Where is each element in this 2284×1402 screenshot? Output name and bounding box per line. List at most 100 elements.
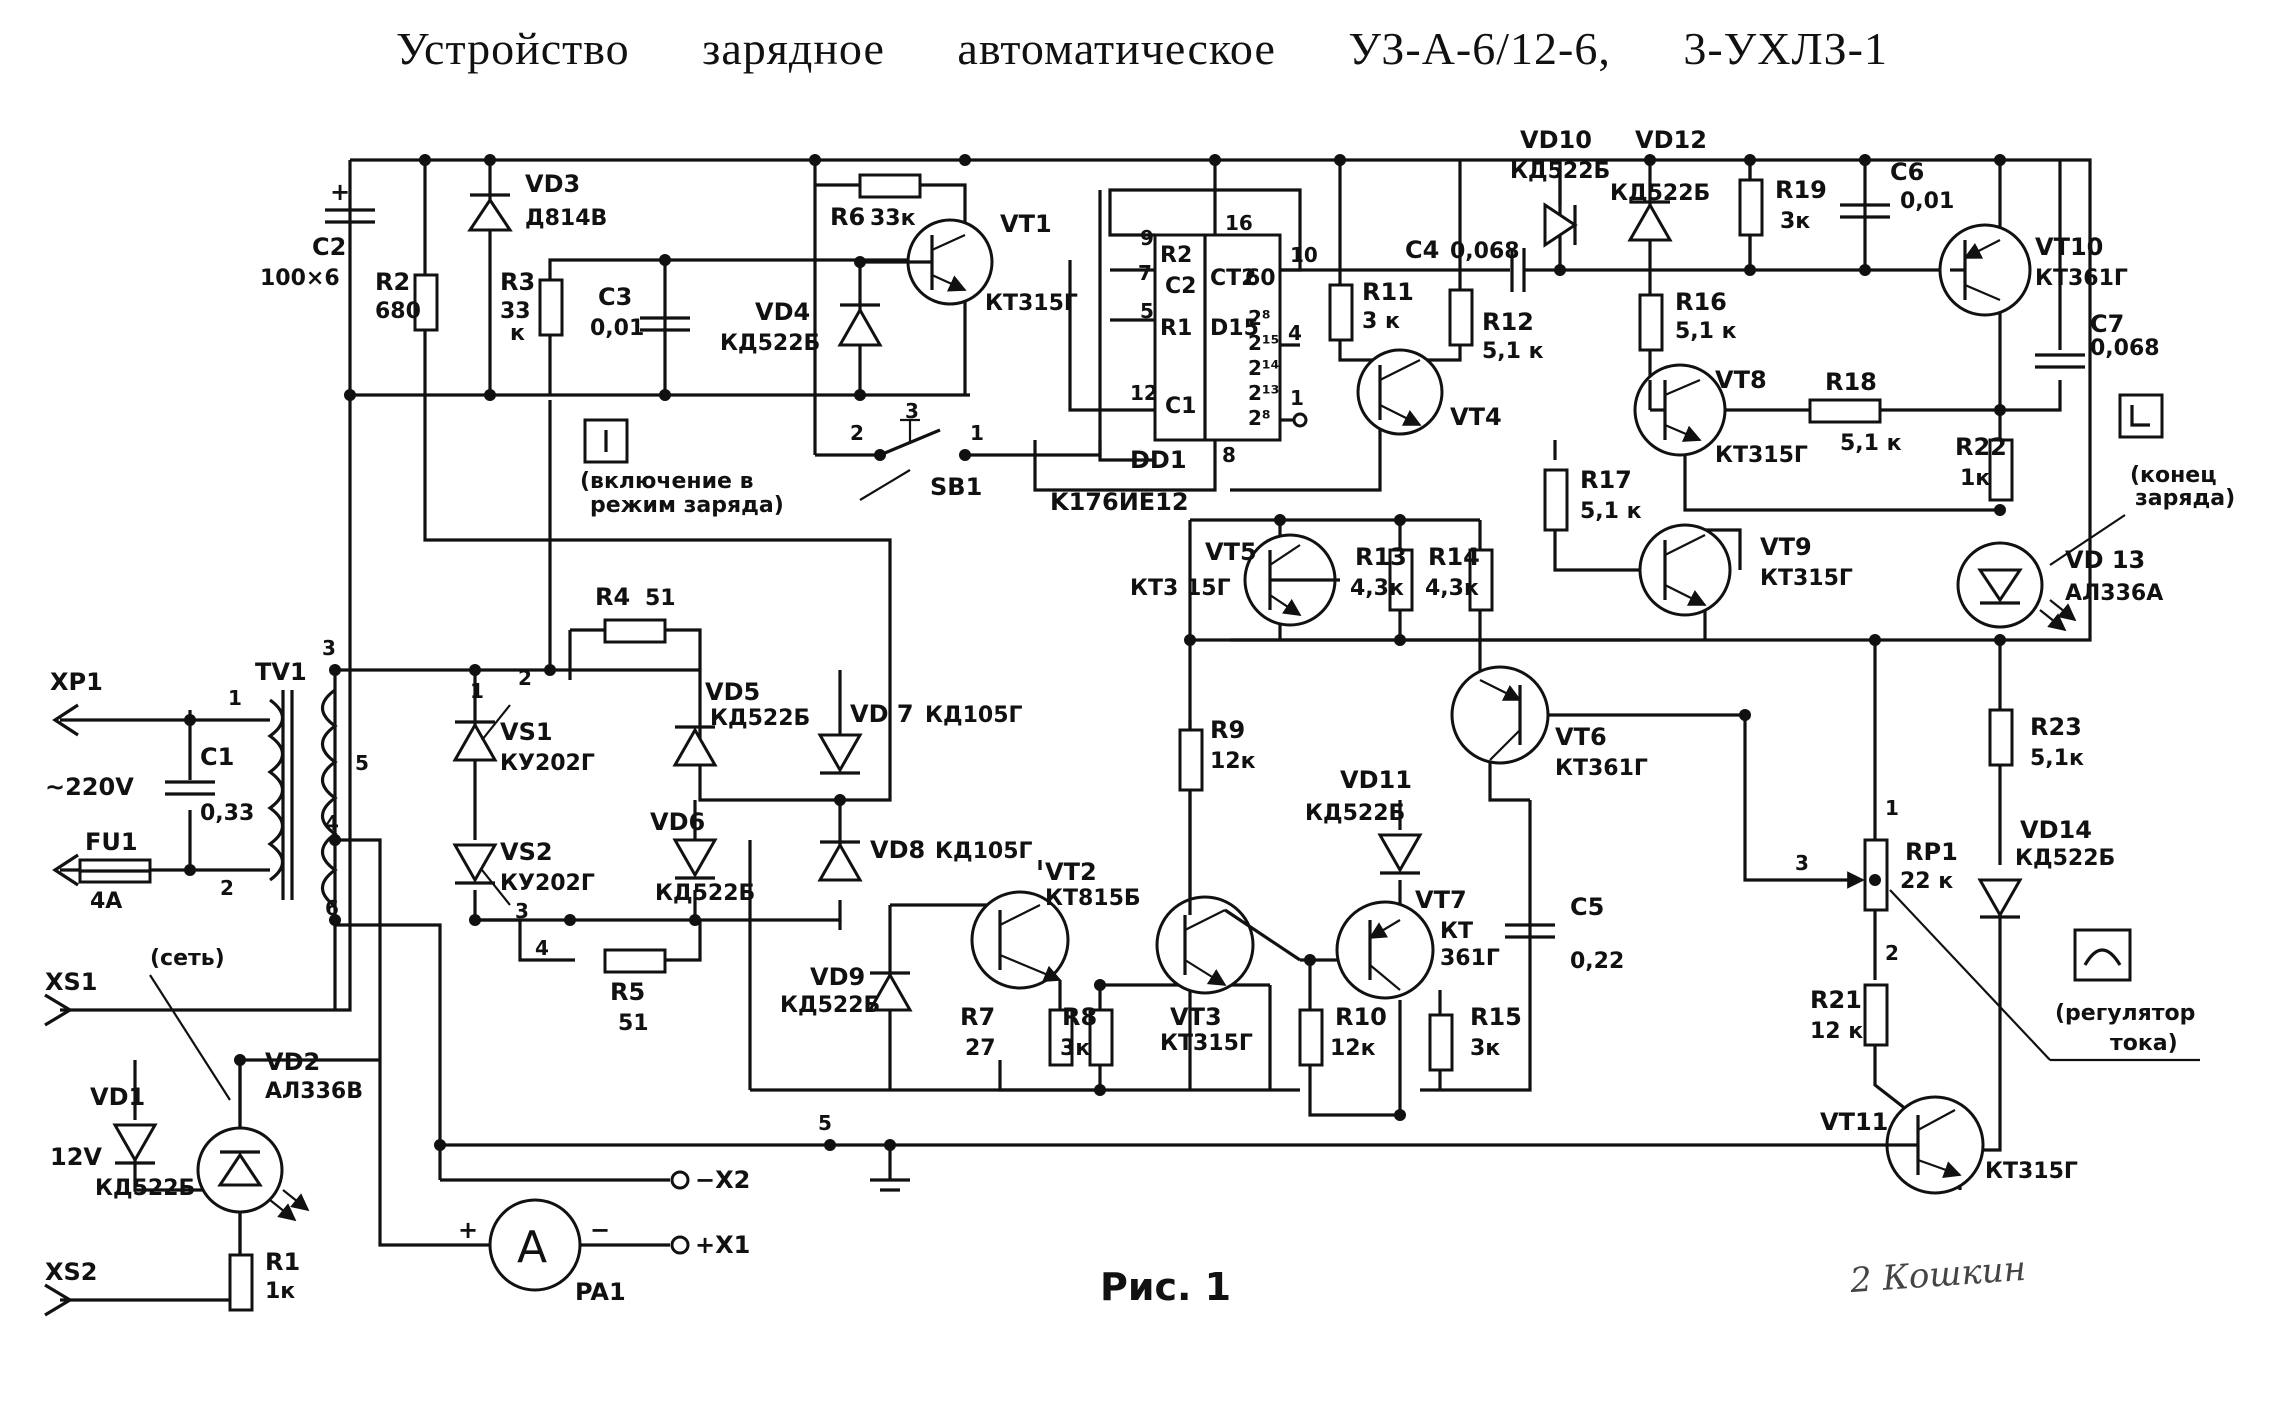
svg-text:C3: C3 xyxy=(598,283,632,311)
svg-text:5,1 к: 5,1 к xyxy=(1482,339,1544,364)
svg-text:C2: C2 xyxy=(1165,274,1196,299)
svg-text:R22: R22 xyxy=(1955,433,2007,461)
svg-text:R6: R6 xyxy=(830,203,865,231)
svg-text:R11: R11 xyxy=(1362,278,1414,306)
end-charge-indicator: (конец заряда) xyxy=(2049,393,2235,566)
connectors: XP1 ~220V XS1 (сеть) XS2 xyxy=(44,668,231,1317)
svg-text:PA1: PA1 xyxy=(575,1278,626,1306)
diagram-title: Устройство зарядное автоматическое УЗ-А-… xyxy=(396,23,1888,74)
thyristor-vs1: VS1 КУ202Г xyxy=(452,704,595,776)
svg-text:12к: 12к xyxy=(1210,749,1256,774)
svg-text:680: 680 xyxy=(375,299,421,324)
led-vd2: VD2 АЛ336В xyxy=(196,1048,363,1222)
transistor-vt9: VT9 КТ315Г xyxy=(1638,523,1853,617)
resistor-r16: R16 5,1 к xyxy=(1638,288,1737,352)
svg-text:C5: C5 xyxy=(1570,893,1604,921)
resistor-r18: R18 5,1 к xyxy=(1808,368,1902,456)
svg-text:1к: 1к xyxy=(1960,466,1990,491)
svg-text:7: 7 xyxy=(1138,261,1152,285)
svg-text:XS2: XS2 xyxy=(45,1258,98,1286)
svg-text:(конец: (конец xyxy=(2130,463,2217,488)
svg-text:АЛ336В: АЛ336В xyxy=(265,1079,363,1104)
svg-text:3к: 3к xyxy=(1780,209,1810,234)
svg-text:VT7: VT7 xyxy=(1415,886,1467,914)
svg-text:R7: R7 xyxy=(960,1003,995,1031)
node-labels: 1 2 3 4 5 xyxy=(470,666,832,1135)
svg-text:КД522Б: КД522Б xyxy=(1510,159,1610,184)
svg-text:КТ: КТ xyxy=(1440,919,1473,944)
svg-text:R1: R1 xyxy=(1160,316,1192,341)
svg-text:КД522Б: КД522Б xyxy=(780,993,880,1018)
resistor-r1: R1 1к xyxy=(228,1248,300,1312)
svg-text:+: + xyxy=(330,178,350,206)
svg-text:3: 3 xyxy=(515,899,529,923)
svg-text:0,068: 0,068 xyxy=(1450,239,1520,264)
diode-vd12: VD12 КД522Б xyxy=(1610,126,1710,242)
zener-vd3: VD3 Д814В xyxy=(467,170,607,232)
svg-text:VT3: VT3 xyxy=(1170,1003,1222,1031)
thyristor-vs2: VS2 КУ202Г xyxy=(452,838,595,906)
diode-vd4: VD4 КД522Б xyxy=(720,298,883,356)
svg-text:R23: R23 xyxy=(2030,713,2082,741)
resistor-r3: R3 33 к xyxy=(500,268,564,346)
svg-text:КД105Г: КД105Г xyxy=(935,839,1033,864)
svg-text:5: 5 xyxy=(355,751,369,775)
transistor-vt10: VT10 КТ361Г xyxy=(1938,223,2128,317)
svg-text:51: 51 xyxy=(645,586,676,611)
resistor-r2: R2 680 xyxy=(375,268,439,332)
svg-text:DD1: DD1 xyxy=(1130,446,1187,474)
svg-text:2: 2 xyxy=(1885,941,1899,965)
svg-text:0,01: 0,01 xyxy=(590,316,644,341)
transistor-vt3: VT3 КТ315Г xyxy=(1155,895,1301,1056)
resistor-r15: R15 3к xyxy=(1428,1003,1522,1072)
capacitor-c3: C3 0,01 xyxy=(590,283,690,341)
svg-text:VT11: VT11 xyxy=(1820,1108,1888,1136)
svg-text:VS2: VS2 xyxy=(500,838,553,866)
svg-text:VD11: VD11 xyxy=(1340,766,1412,794)
svg-text:0,22: 0,22 xyxy=(1570,949,1624,974)
svg-text:1: 1 xyxy=(970,421,984,445)
svg-text:3к: 3к xyxy=(1060,1036,1090,1061)
svg-text:8: 8 xyxy=(1222,443,1236,467)
svg-text:C4: C4 xyxy=(1405,236,1439,264)
svg-text:R9: R9 xyxy=(1210,716,1245,744)
svg-text:5: 5 xyxy=(818,1111,832,1135)
diode-vd14: VD14 КД522Б xyxy=(1977,816,2115,919)
ammeter-pa1: A + − PA1 xyxy=(458,1198,626,1306)
resistor-r11: R11 3 к xyxy=(1328,278,1414,342)
svg-text:АЛ336А: АЛ336А xyxy=(2065,581,2163,606)
svg-text:16: 16 xyxy=(1225,211,1253,235)
svg-text:R16: R16 xyxy=(1675,288,1727,316)
svg-text:C2: C2 xyxy=(312,233,346,261)
svg-text:4: 4 xyxy=(325,811,339,835)
components: + C2 100×6 R2 680 VD3 Д814В R3 33 к C3 xyxy=(44,126,2235,1317)
diode-vd9: VD9 КД522Б xyxy=(780,963,913,1018)
svg-text:КД522Б: КД522Б xyxy=(1610,181,1710,206)
svg-text:(включение в: (включение в xyxy=(580,469,754,494)
svg-text:361Г: 361Г xyxy=(1440,946,1500,971)
svg-text:VT4: VT4 xyxy=(1450,403,1502,431)
resistor-r23: R23 5,1к xyxy=(1988,708,2084,771)
svg-text:12V: 12V xyxy=(50,1143,102,1171)
svg-text:VD1: VD1 xyxy=(90,1083,145,1111)
diode-vd7: VD 7 КД105Г xyxy=(817,670,1023,775)
capacitor-c7: C7 0,068 xyxy=(2035,310,2160,369)
svg-text:2⁸: 2⁸ xyxy=(1248,306,1271,330)
svg-text:100×6: 100×6 xyxy=(260,266,340,291)
resistor-r10: R10 12к xyxy=(1298,1003,1387,1067)
svg-text:12 к: 12 к xyxy=(1810,1019,1863,1044)
transistor-vt6: VT6 КТ361Г xyxy=(1450,665,1648,781)
svg-text:1к: 1к xyxy=(265,1279,295,1304)
svg-text:5: 5 xyxy=(1140,299,1154,323)
svg-text:C7: C7 xyxy=(2090,310,2124,338)
svg-text:3 к: 3 к xyxy=(1362,309,1400,334)
svg-text:КД522Б: КД522Б xyxy=(720,331,820,356)
svg-text:R21: R21 xyxy=(1810,986,1862,1014)
capacitor-c2: + C2 100×6 xyxy=(260,178,375,291)
svg-text:(регулятор: (регулятор xyxy=(2055,1001,2195,1026)
svg-text:VT5: VT5 xyxy=(1205,538,1257,566)
svg-text:к: к xyxy=(510,321,525,346)
resistor-r17: R17 5,1 к xyxy=(1543,466,1642,532)
svg-text:0,068: 0,068 xyxy=(2090,336,2160,361)
svg-text:VT2: VT2 xyxy=(1045,858,1097,886)
